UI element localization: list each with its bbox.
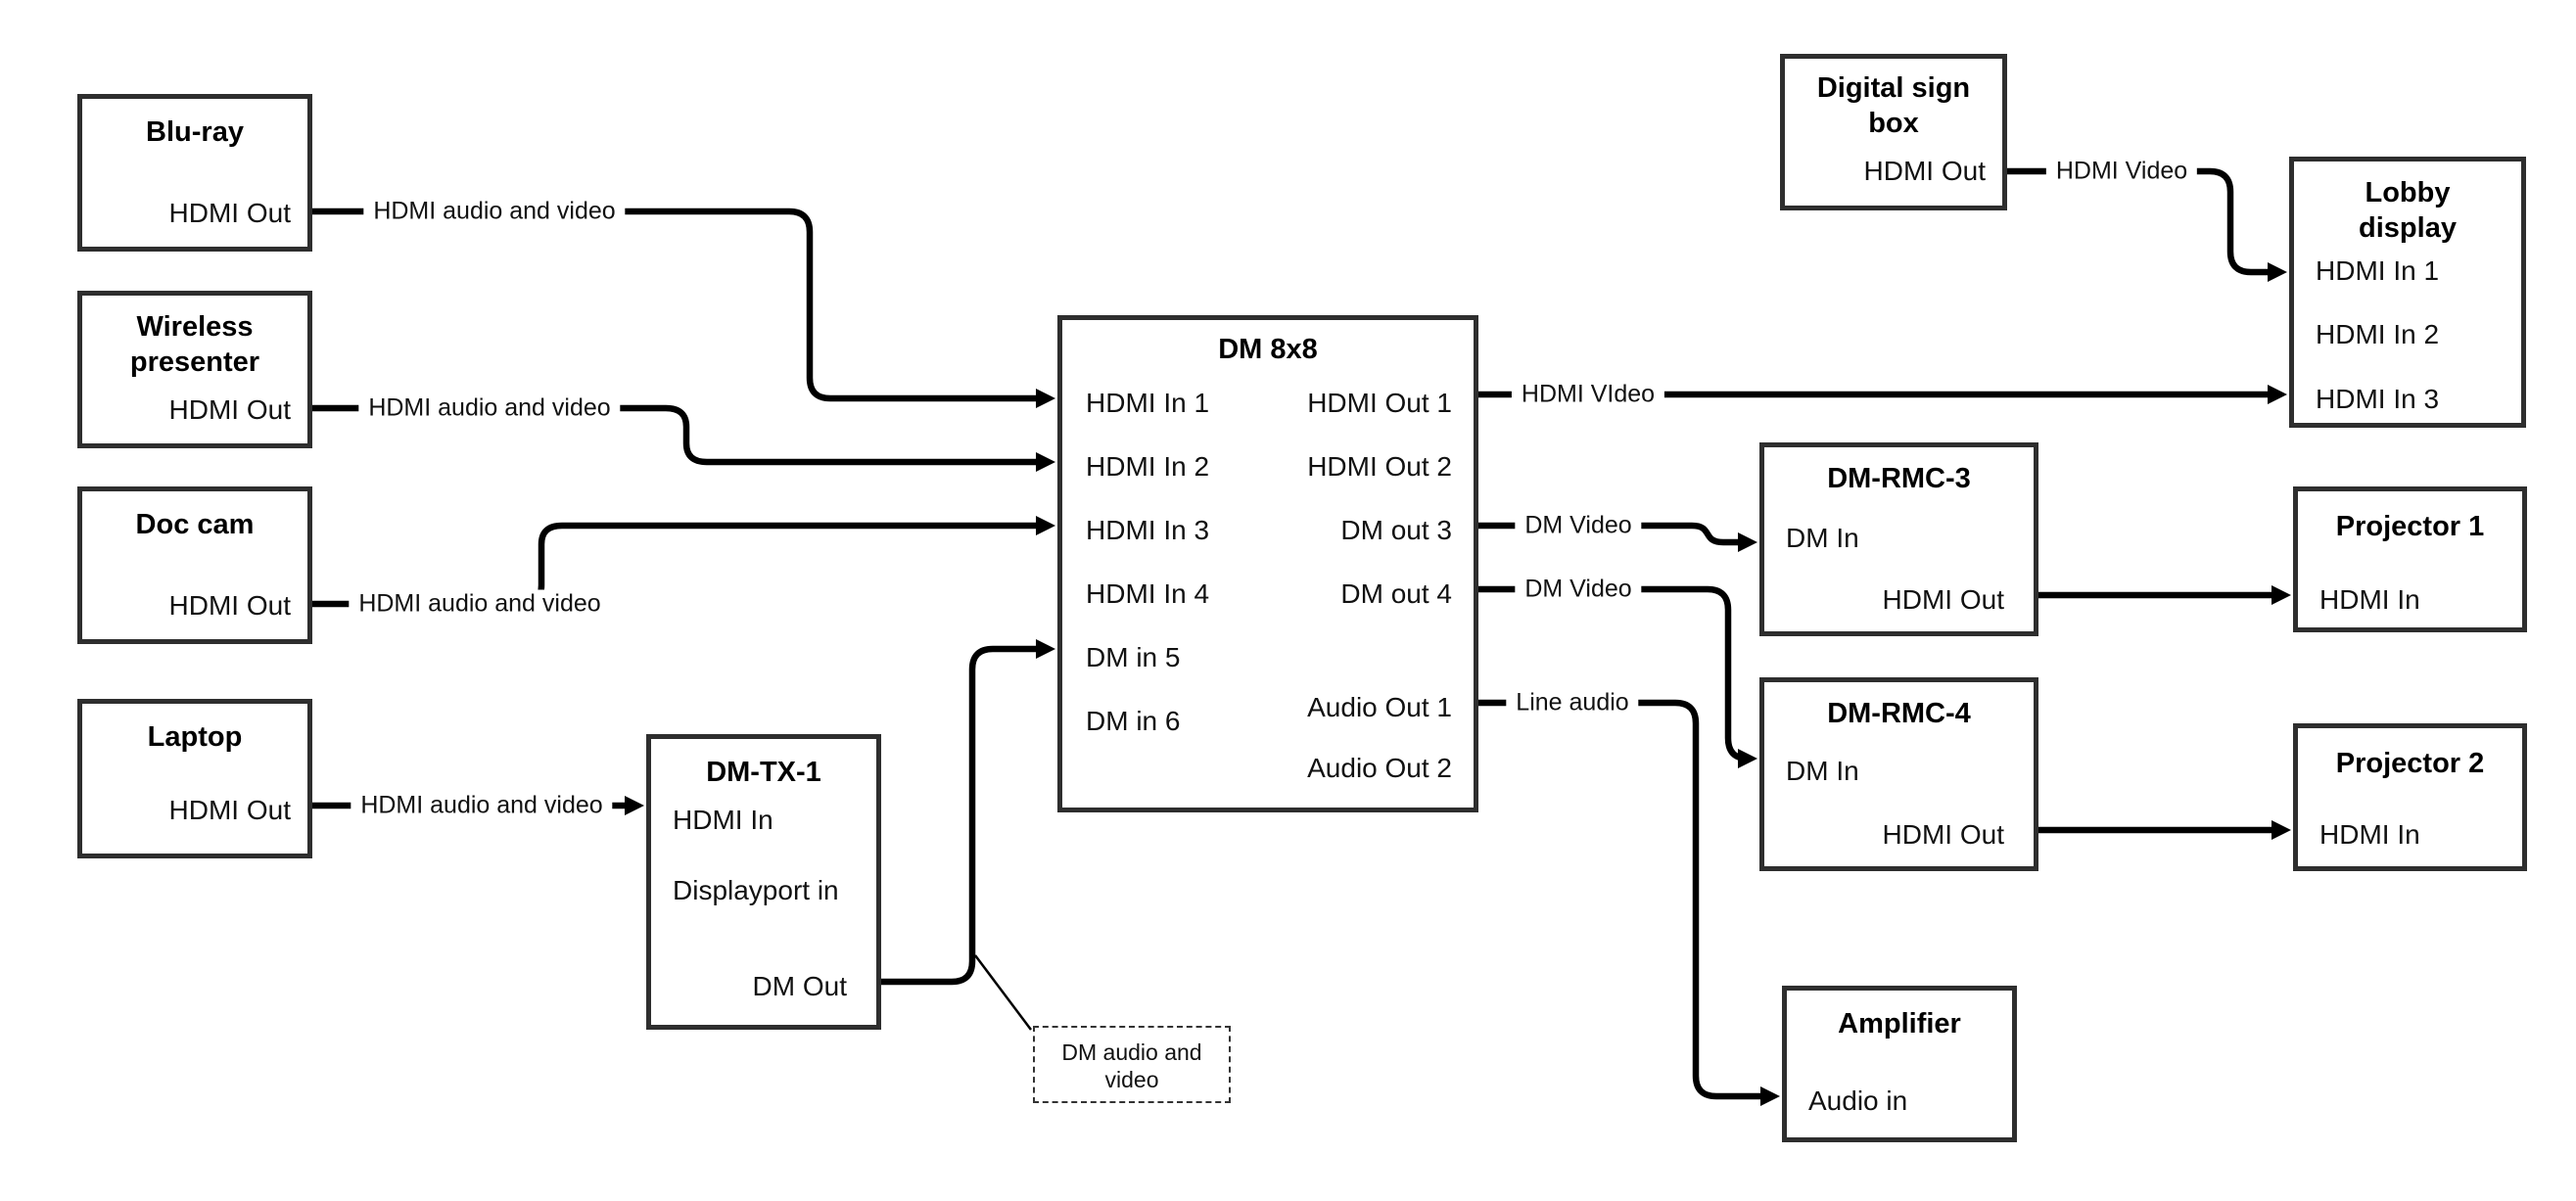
port-hdmi-in: HDMI In <box>2319 819 2420 850</box>
node-dm-rmc-4: DM-RMC-4 DM In HDMI Out <box>1759 677 2038 871</box>
node-lobby-display: Lobby display HDMI In 1 HDMI In 2 HDMI I… <box>2289 157 2526 428</box>
port-dm-in-6: DM in 6 <box>1086 706 1181 736</box>
node-doc-cam: Doc cam HDMI Out <box>77 486 312 644</box>
node-title: DM-RMC-4 <box>1827 698 1971 729</box>
port-hdmi-in-4: HDMI In 4 <box>1086 578 1210 609</box>
port-hdmi-out: HDMI Out <box>1882 584 2004 615</box>
node-digital-sign-box: Digital sign box HDMI Out <box>1780 54 2007 210</box>
node-title: Wireless presenter <box>129 311 260 378</box>
port-hdmi-in-2: HDMI In 2 <box>2316 319 2440 349</box>
port-hdmi-in-1: HDMI In 1 <box>1086 388 1210 418</box>
port-dm-out-3: DM out 3 <box>1340 515 1452 545</box>
port-hdmi-out: HDMI Out <box>168 394 291 425</box>
edge-label-hdmi-video-long: HDMI VIdeo <box>1511 380 1665 409</box>
port-hdmi-in-3: HDMI In 3 <box>1086 515 1210 545</box>
port-hdmi-out: HDMI Out <box>168 590 291 621</box>
node-dm-tx-1: DM-TX-1 HDMI In Displayport in DM Out <box>646 734 881 1030</box>
port-hdmi-in-3: HDMI In 3 <box>2316 384 2440 414</box>
port-dm-out-4: DM out 4 <box>1340 578 1452 609</box>
node-title: Doc cam <box>135 509 255 540</box>
edge-label-bluray: HDMI audio and video <box>363 197 626 226</box>
port-dm-in-5: DM in 5 <box>1086 642 1181 672</box>
edge-label-dm-video-3: DM Video <box>1515 511 1642 540</box>
note-dm-audio-video: DM audio and video <box>1033 1026 1231 1103</box>
port-hdmi-out: HDMI Out <box>168 198 291 228</box>
node-dm-8x8: DM 8x8 HDMI In 1 HDMI In 2 HDMI In 3 HDM… <box>1057 315 1478 812</box>
node-bluray: Blu-ray HDMI Out <box>77 94 312 252</box>
port-dm-out: DM Out <box>752 971 847 1001</box>
port-displayport-in: Displayport in <box>673 875 839 905</box>
port-hdmi-in: HDMI In <box>673 805 773 835</box>
node-title: Amplifier <box>1838 1008 1961 1039</box>
node-title: Laptop <box>147 721 243 753</box>
wire-dm8x8-out3-to-rmc3 <box>1478 522 1757 552</box>
port-hdmi-in: HDMI In <box>2319 584 2420 615</box>
wire-bluray-to-dm8x8-in1 <box>312 208 1055 408</box>
port-dm-in: DM In <box>1786 523 1859 553</box>
port-audio-in: Audio in <box>1808 1086 1908 1116</box>
wire-wireless-to-dm8x8-in2 <box>312 404 1055 472</box>
port-hdmi-in-1: HDMI In 1 <box>2316 255 2440 286</box>
node-laptop: Laptop HDMI Out <box>77 699 312 858</box>
node-title: DM-TX-1 <box>706 757 821 788</box>
port-hdmi-out: HDMI Out <box>1863 156 1986 186</box>
node-title: Blu-ray <box>146 116 244 148</box>
edge-label-laptop: HDMI audio and video <box>351 791 613 820</box>
edge-label-doccam: HDMI audio and video <box>349 589 611 619</box>
wire-dm8x8-audio1-to-amp <box>1478 699 1780 1106</box>
port-audio-out-1: Audio Out 1 <box>1307 692 1452 722</box>
wire-dm8x8-out4-to-rmc4 <box>1478 585 1757 768</box>
node-dm-rmc-3: DM-RMC-3 DM In HDMI Out <box>1759 442 2038 636</box>
note-callout-line <box>974 954 1032 1031</box>
node-projector-1: Projector 1 HDMI In <box>2293 486 2527 632</box>
node-title: DM-RMC-3 <box>1827 463 1971 494</box>
port-audio-out-2: Audio Out 2 <box>1307 753 1452 783</box>
edge-label-line-audio: Line audio <box>1506 688 1639 717</box>
port-hdmi-in-2: HDMI In 2 <box>1086 451 1210 482</box>
edge-label-wireless: HDMI audio and video <box>358 393 621 423</box>
node-title: Digital sign box <box>1816 72 1971 139</box>
wire-signbox-to-lobby-in1 <box>2007 167 2287 282</box>
edge-label-dm-video-4: DM Video <box>1515 575 1642 604</box>
port-dm-in: DM In <box>1786 756 1859 786</box>
node-title: Projector 1 <box>2335 511 2485 542</box>
node-title: Projector 2 <box>2335 748 2485 779</box>
port-hdmi-out-2: HDMI Out 2 <box>1307 451 1452 482</box>
port-hdmi-out: HDMI Out <box>168 795 291 825</box>
node-title: DM 8x8 <box>1218 334 1318 365</box>
port-hdmi-out: HDMI Out <box>1882 819 2004 850</box>
node-projector-2: Projector 2 HDMI In <box>2293 723 2527 871</box>
port-hdmi-out-1: HDMI Out 1 <box>1307 388 1452 418</box>
node-amplifier: Amplifier Audio in <box>1782 986 2017 1142</box>
edge-label-sign-hdmi-video: HDMI Video <box>2045 157 2198 186</box>
node-wireless-presenter: Wireless presenter HDMI Out <box>77 291 312 448</box>
node-title: Lobby display <box>2359 177 2457 244</box>
wire-dmtx1-to-dm8x8-in5 <box>881 639 1055 986</box>
